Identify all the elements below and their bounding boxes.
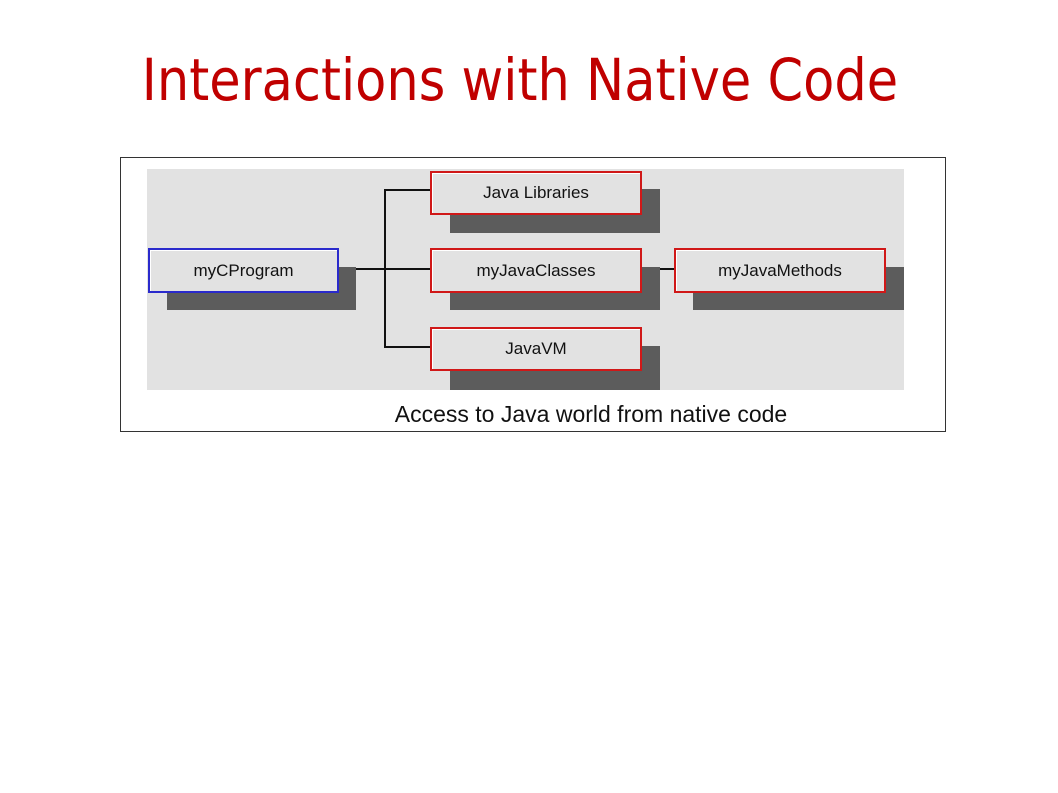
- node-mycprogram: myCProgram: [148, 248, 339, 293]
- slide-title: Interactions with Native Code: [141, 46, 899, 114]
- node-myjavaclasses: myJavaClasses: [430, 248, 642, 293]
- node-label: Java Libraries: [483, 183, 589, 202]
- connector-root-to-trunk: [337, 268, 385, 270]
- node-label: myJavaMethods: [718, 260, 842, 280]
- connector-to-myjavaclasses: [384, 268, 431, 270]
- node-javavm: JavaVM: [430, 327, 642, 371]
- figure-frame: myCProgram Java Libraries myJavaClasses …: [120, 157, 946, 432]
- diagram-panel: myCProgram Java Libraries myJavaClasses …: [147, 169, 904, 390]
- connector-to-javavm: [384, 346, 431, 348]
- figure-caption: Access to Java world from native code: [394, 401, 788, 427]
- node-myjavamethods: myJavaMethods: [674, 248, 886, 293]
- node-label: myCProgram: [193, 260, 294, 280]
- node-java-libraries: Java Libraries: [430, 171, 642, 215]
- node-label: JavaVM: [505, 339, 567, 358]
- connector-to-java-libraries: [384, 189, 431, 191]
- node-label: myJavaClasses: [476, 260, 596, 280]
